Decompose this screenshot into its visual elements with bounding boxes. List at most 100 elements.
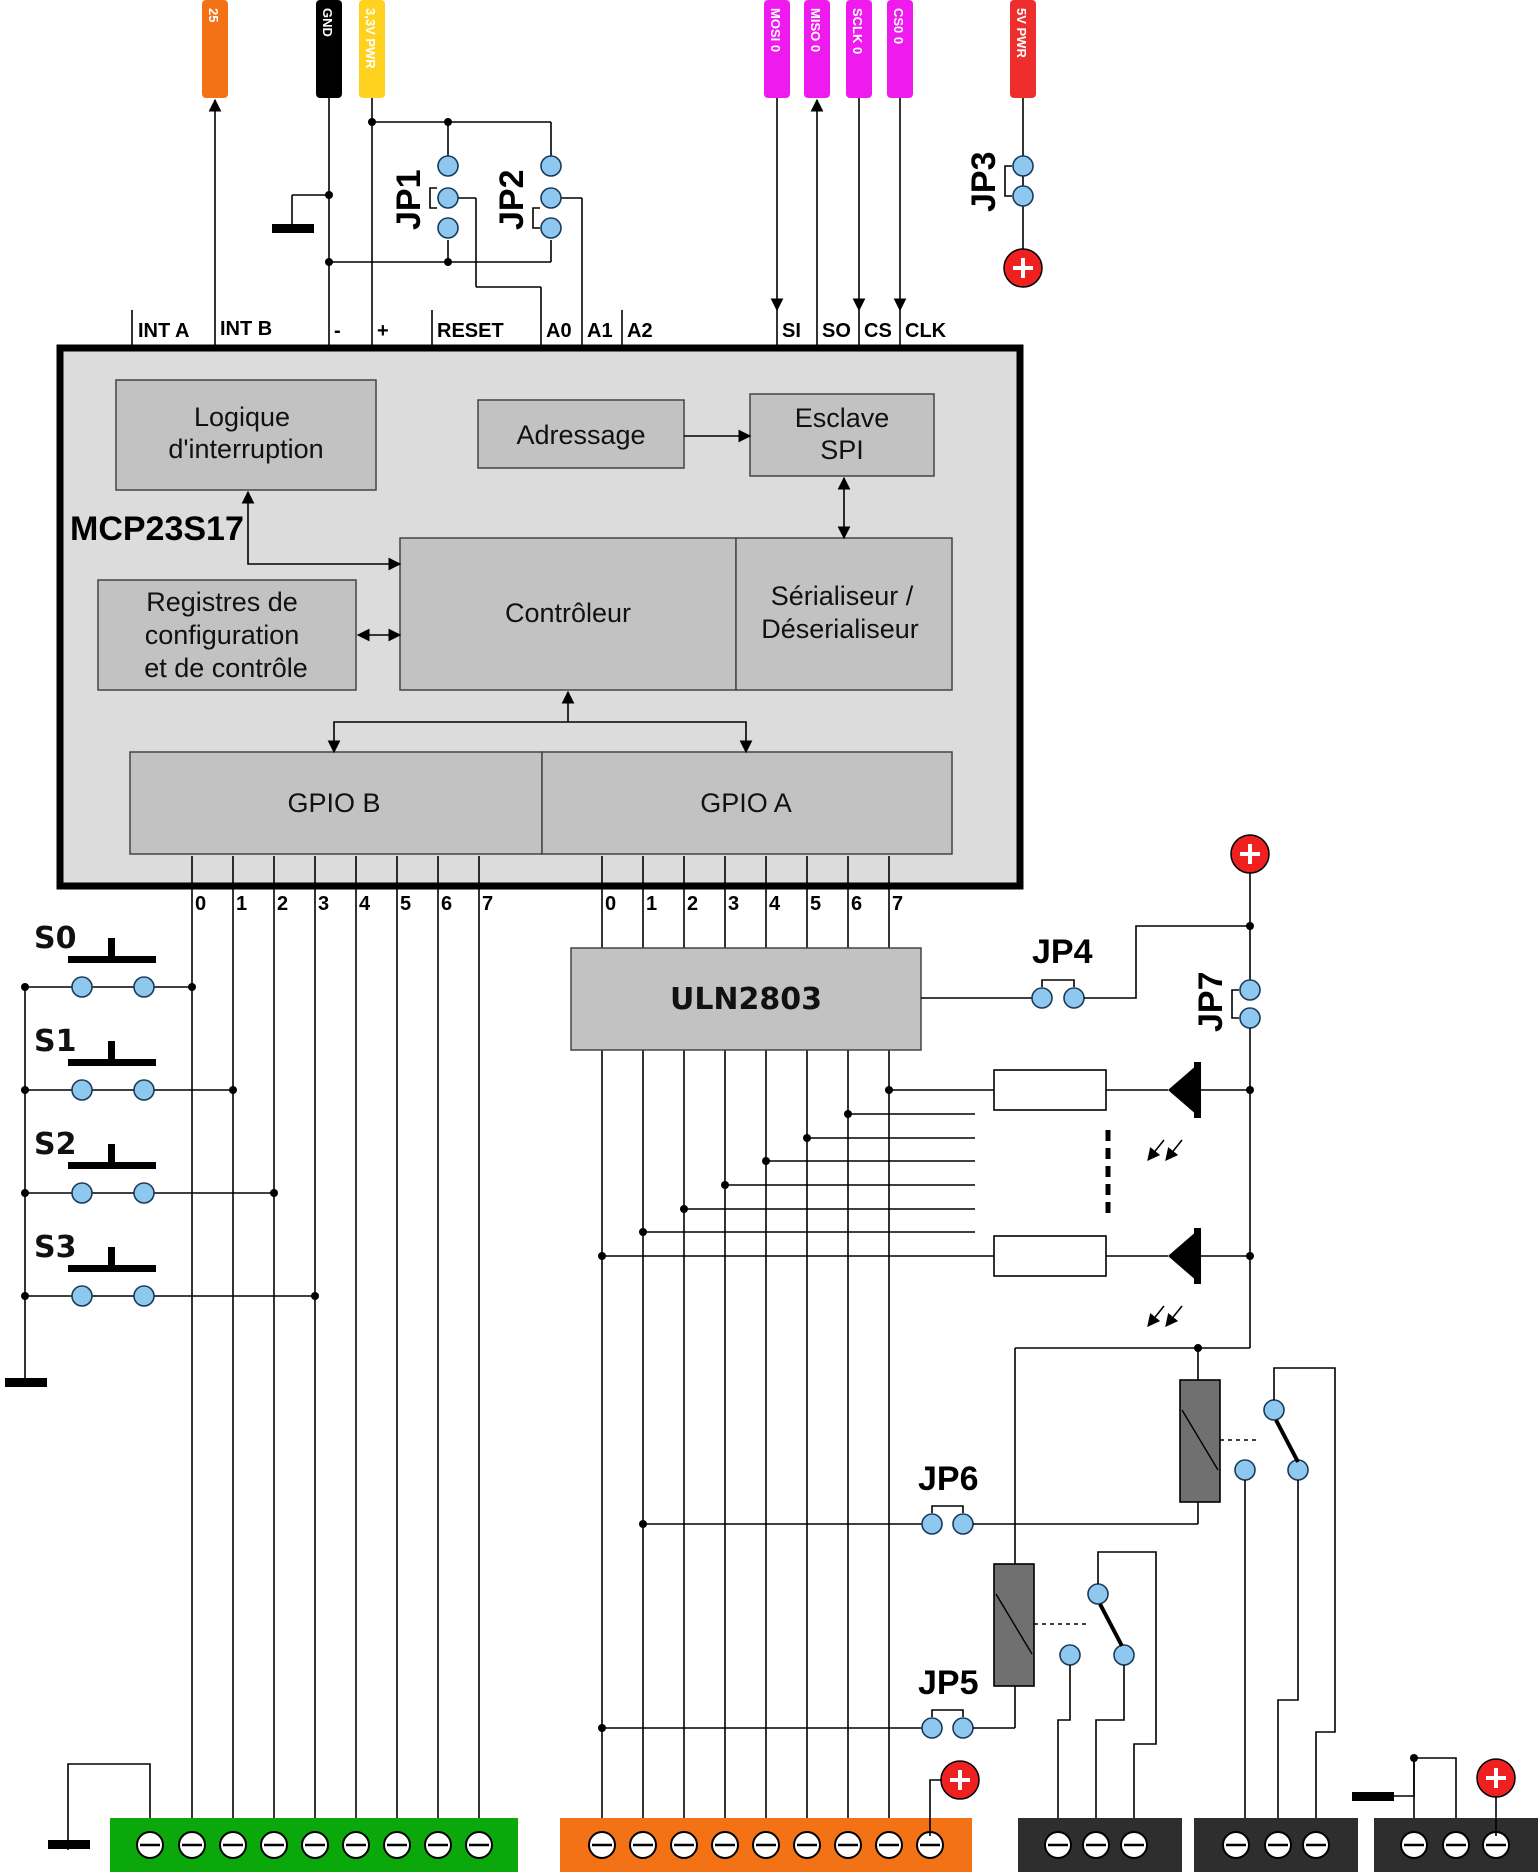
header-pin-3v3: 3,3V PWR bbox=[359, 0, 385, 98]
block-controller: Contrôleur bbox=[399, 537, 737, 691]
svg-text:1: 1 bbox=[646, 893, 657, 915]
svg-text:SO: SO bbox=[822, 320, 851, 342]
internal-arrows bbox=[241, 429, 851, 754]
svg-text:A0: A0 bbox=[546, 320, 572, 342]
svg-text:JP4: JP4 bbox=[1032, 933, 1093, 971]
svg-text:INT B: INT B bbox=[220, 318, 272, 340]
top-pin-labels: INT A INT B - + RESET A0 A1 A2 SI SO CS … bbox=[138, 318, 947, 342]
svg-text:JP6: JP6 bbox=[918, 1460, 979, 1498]
led-supply-rail: JP7 bbox=[1015, 834, 1270, 1349]
terminal-orange bbox=[560, 1760, 980, 1872]
svg-text:7: 7 bbox=[482, 893, 493, 915]
svg-text:CS: CS bbox=[864, 320, 892, 342]
svg-text:d'interruption: d'interruption bbox=[168, 434, 323, 464]
svg-text:MISO 0: MISO 0 bbox=[808, 8, 823, 52]
gpio-lines bbox=[191, 856, 890, 1830]
relay-1 bbox=[1179, 1344, 1336, 1836]
svg-text:2: 2 bbox=[277, 893, 288, 915]
terminal-green bbox=[48, 1763, 518, 1872]
svg-text:S1: S1 bbox=[34, 1024, 76, 1059]
jumper-jp4: JP4 bbox=[921, 925, 1250, 1009]
svg-text:2: 2 bbox=[687, 893, 698, 915]
switch-s3: S3 bbox=[21, 1230, 319, 1307]
gpio-b-numbers: 0 1 2 3 4 5 6 7 bbox=[195, 893, 493, 915]
svg-text:GND: GND bbox=[320, 8, 335, 37]
svg-text:JP5: JP5 bbox=[918, 1664, 979, 1702]
svg-text:+: + bbox=[377, 320, 389, 342]
push-buttons: S0 S1 S2 S3 bbox=[5, 921, 319, 1387]
header-pin-5v: 5V PWR bbox=[1010, 0, 1036, 98]
svg-text:Adressage: Adressage bbox=[516, 420, 645, 450]
svg-text:Contrôleur: Contrôleur bbox=[505, 598, 631, 628]
svg-text:SCLK 0: SCLK 0 bbox=[850, 8, 865, 54]
svg-text:S0: S0 bbox=[34, 921, 76, 956]
jumper-jp1: JP1 bbox=[390, 155, 459, 239]
svg-text:4: 4 bbox=[359, 893, 371, 915]
svg-text:5: 5 bbox=[810, 893, 821, 915]
svg-text:JP1: JP1 bbox=[390, 170, 428, 231]
switch-s1: S1 bbox=[21, 1024, 237, 1101]
header-pin-miso: MISO 0 bbox=[804, 0, 830, 98]
plus-terminal-5v bbox=[1003, 248, 1043, 288]
block-gpio-a: GPIO A bbox=[541, 751, 953, 855]
svg-text:Logique: Logique bbox=[194, 402, 290, 432]
svg-text:5: 5 bbox=[400, 893, 411, 915]
header-pin-gnd: GND bbox=[316, 0, 342, 98]
jumper-jp5: JP5 bbox=[598, 1664, 1015, 1739]
svg-text:-: - bbox=[334, 320, 341, 342]
svg-text:6: 6 bbox=[851, 893, 862, 915]
svg-text:S2: S2 bbox=[34, 1127, 76, 1162]
gpio-a-numbers: 0 1 2 3 4 5 6 7 bbox=[605, 893, 903, 915]
svg-text:1: 1 bbox=[236, 893, 247, 915]
svg-text:Registres de: Registres de bbox=[146, 587, 298, 617]
block-spi-slave: Esclave SPI bbox=[749, 393, 935, 477]
svg-text:CLK: CLK bbox=[905, 320, 947, 342]
svg-text:JP2: JP2 bbox=[493, 170, 531, 231]
svg-text:3: 3 bbox=[318, 893, 329, 915]
svg-text:0: 0 bbox=[605, 893, 616, 915]
svg-text:JP3: JP3 bbox=[965, 152, 1003, 213]
header-pin-cs0: CS0 0 bbox=[887, 0, 913, 98]
relay-2 bbox=[993, 1348, 1157, 1836]
svg-text:5V PWR: 5V PWR bbox=[1014, 8, 1029, 58]
svg-text:6: 6 bbox=[441, 893, 452, 915]
switch-s0: S0 bbox=[21, 921, 196, 998]
switch-s2: S2 bbox=[21, 1127, 278, 1204]
svg-text:4: 4 bbox=[769, 893, 781, 915]
block-gpio-b: GPIO B bbox=[129, 751, 543, 855]
svg-text:JP7: JP7 bbox=[1192, 972, 1230, 1033]
header-pin-25: 25 bbox=[202, 0, 228, 98]
svg-text:S3: S3 bbox=[34, 1230, 76, 1265]
svg-text:A1: A1 bbox=[587, 320, 613, 342]
svg-text:7: 7 bbox=[892, 893, 903, 915]
svg-text:INT A: INT A bbox=[138, 320, 189, 342]
svg-text:3,3V PWR: 3,3V PWR bbox=[363, 8, 378, 69]
chip-name: MCP23S17 bbox=[70, 510, 244, 548]
svg-text:SI: SI bbox=[782, 320, 801, 342]
svg-text:RESET: RESET bbox=[437, 320, 504, 342]
block-interrupt-logic: Logique d'interruption bbox=[115, 379, 377, 491]
svg-text:3: 3 bbox=[728, 893, 739, 915]
terminal-relay-1 bbox=[1194, 1818, 1358, 1872]
header-pin-mosi: MOSI 0 bbox=[764, 0, 790, 98]
led-array bbox=[598, 1062, 1254, 1327]
block-serializer: Sérialiseur / Déserialiseur bbox=[735, 537, 953, 691]
header-pins: 25 GND 3,3V PWR MOSI 0 MISO 0 SCLK 0 CS0… bbox=[202, 0, 1036, 98]
jumper-jp6: JP6 bbox=[639, 1460, 1198, 1535]
svg-text:configuration: configuration bbox=[145, 620, 300, 650]
svg-text:ULN2803: ULN2803 bbox=[670, 982, 822, 1017]
header-pin-sclk: SCLK 0 bbox=[846, 0, 872, 98]
terminal-power bbox=[1352, 1754, 1538, 1872]
uln2803-driver: ULN2803 bbox=[570, 947, 922, 1051]
jumper-jp2: JP2 bbox=[493, 155, 562, 239]
svg-text:Sérialiseur /: Sérialiseur / bbox=[771, 581, 914, 611]
terminal-relay-2 bbox=[1018, 1818, 1182, 1872]
svg-text:GPIO A: GPIO A bbox=[700, 788, 792, 818]
svg-text:et de contrôle: et de contrôle bbox=[144, 653, 308, 683]
svg-text:CS0 0: CS0 0 bbox=[891, 8, 906, 44]
svg-text:25: 25 bbox=[206, 8, 221, 22]
svg-text:SPI: SPI bbox=[820, 435, 864, 465]
block-addressing: Adressage bbox=[477, 399, 685, 469]
jumper-jp3: JP3 bbox=[965, 152, 1034, 213]
